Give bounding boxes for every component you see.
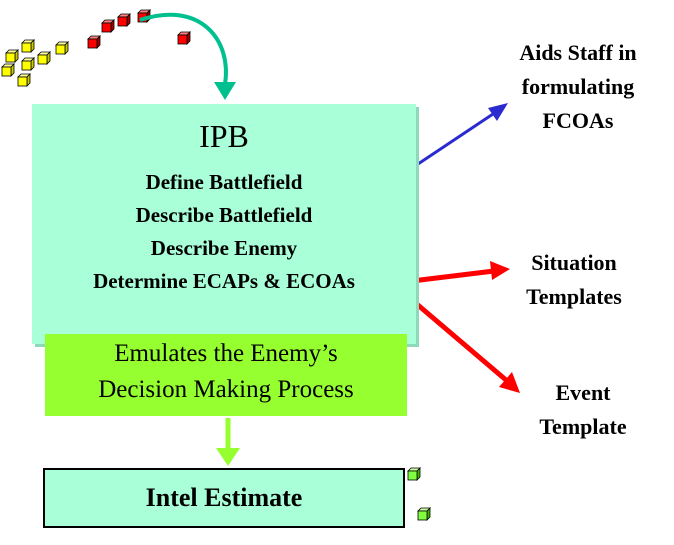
event-line-1: Event: [555, 380, 611, 405]
emulate-line-2: Decision Making Process: [98, 376, 354, 403]
intel-estimate-box: Intel Estimate: [43, 468, 405, 528]
situation-line-2: Templates: [526, 284, 622, 309]
red-arrow-situation: [411, 261, 510, 284]
ipb-box: IPB Define Battlefield Describe Battlefi…: [32, 104, 416, 344]
aids-staff-line-3: FCOAs: [542, 108, 614, 133]
red-arrow-event: [410, 298, 520, 393]
emulate-box: Emulates the Enemy’s Decision Making Pro…: [45, 334, 407, 416]
event-template-label: Event Template: [508, 376, 658, 444]
aids-staff-line-2: formulating: [521, 74, 635, 99]
step-determine-ecaps-ecoas: Determine ECAPs & ECOAs: [93, 269, 355, 293]
ipb-title: IPB: [199, 118, 249, 154]
situation-line-1: Situation: [531, 250, 617, 275]
situation-templates-label: Situation Templates: [494, 246, 654, 314]
emulate-line-1: Emulates the Enemy’s: [114, 340, 338, 367]
step-describe-battlefield: Describe Battlefield: [135, 203, 313, 227]
teal-curved-arrow: [139, 12, 236, 100]
aids-staff-label: Aids Staff in formulating FCOAs: [488, 36, 668, 138]
green-down-arrow: [216, 418, 240, 466]
aids-staff-line-1: Aids Staff in: [519, 40, 637, 65]
step-describe-enemy: Describe Enemy: [150, 236, 298, 260]
intel-estimate-label: Intel Estimate: [145, 483, 303, 512]
event-line-2: Template: [539, 414, 627, 439]
step-define-battlefield: Define Battlefield: [145, 170, 303, 194]
yellow-cubes-icon: [1, 39, 69, 87]
